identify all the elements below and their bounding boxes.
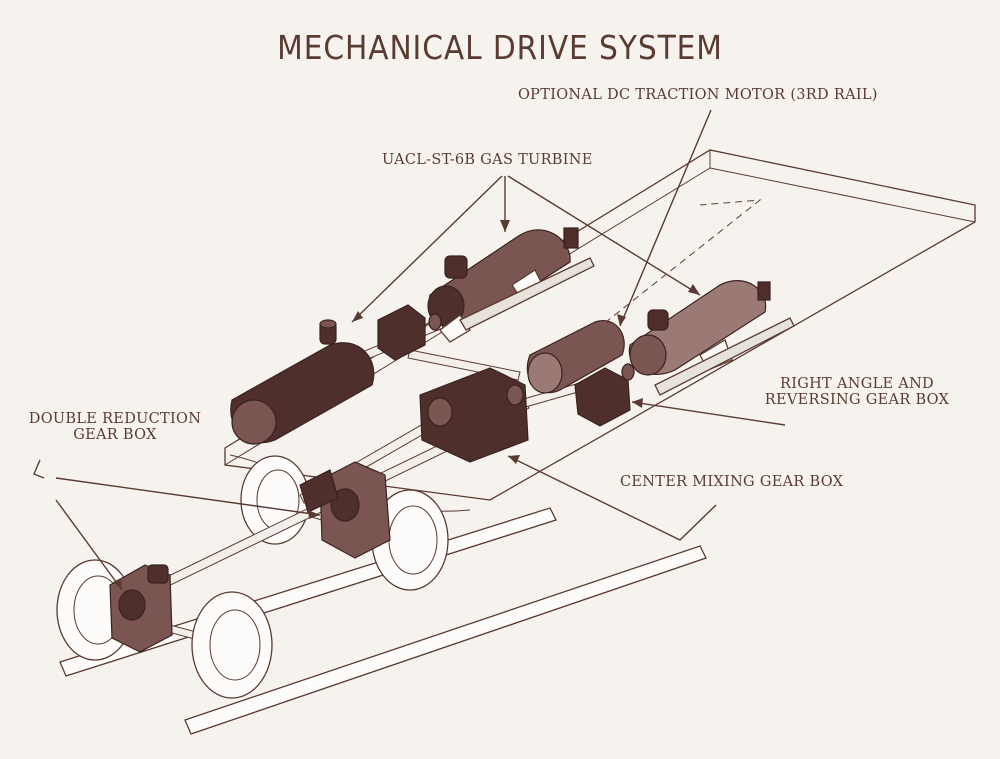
center-mixing-gear-box (419, 367, 529, 463)
leader-center-mixing (507, 455, 717, 541)
gas-turbine-right (628, 280, 795, 396)
label-center-mixing: CENTER MIXING GEAR BOX (620, 474, 844, 490)
label-double-reduction: DOUBLE REDUCTION GEAR BOX (20, 411, 210, 443)
label-gas-turbine: UACL-ST-6B GAS TURBINE (382, 152, 593, 168)
dc-traction-motor (526, 320, 625, 394)
gas-turbine-left (230, 319, 375, 445)
leader-double-reduction-tick (33, 459, 45, 479)
coupling-gear-box (377, 304, 442, 361)
leader-double-reduction-rear (55, 477, 321, 516)
leader-right-angle (631, 401, 786, 426)
leader-turbine-left (351, 175, 503, 323)
label-right-angle-line1: RIGHT ANGLE AND (779, 376, 934, 392)
leader-traction-motor (619, 109, 712, 327)
leader-turbine-right (507, 175, 701, 296)
label-right-angle-line2: REVERSING GEAR BOX (764, 392, 950, 408)
right-angle-reversing-gear-box (574, 363, 635, 427)
wheel-front-right (191, 591, 273, 699)
label-double-reduction-line1: DOUBLE REDUCTION (28, 411, 202, 427)
label-right-angle: RIGHT ANGLE AND REVERSING GEAR BOX (752, 376, 962, 408)
arrow-heads (113, 220, 700, 590)
label-traction-motor: OPTIONAL DC TRACTION MOTOR (3RD RAIL) (518, 87, 878, 103)
gas-turbine-center (427, 227, 595, 343)
label-double-reduction-line2: GEAR BOX (73, 427, 157, 443)
leader-double-reduction-front (55, 499, 123, 591)
double-reduction-gear-box-rear (299, 461, 391, 559)
diagram-title: MECHANICAL DRIVE SYSTEM (277, 28, 723, 67)
double-reduction-gear-box-front (109, 564, 173, 653)
leader-lines (33, 109, 786, 591)
